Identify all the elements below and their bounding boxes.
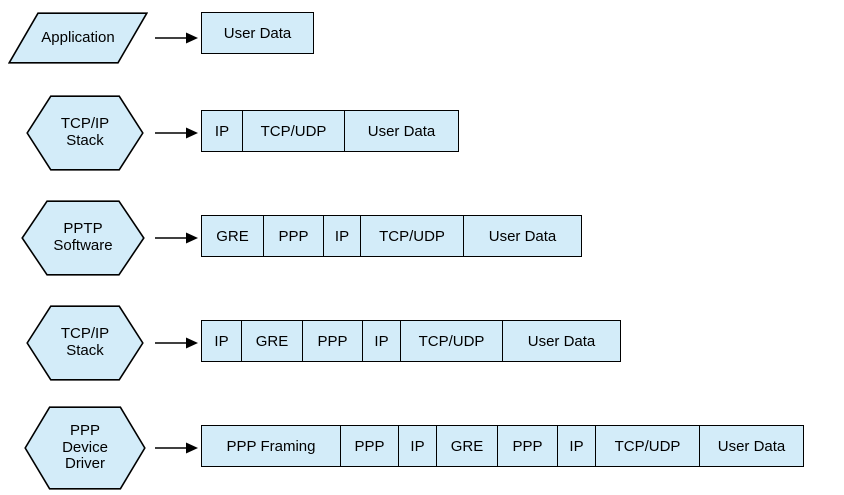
packet-field: IP	[558, 426, 596, 466]
stage-shape-5: PPP Device Driver	[24, 406, 146, 490]
right-arrow-icon	[155, 126, 199, 140]
packet-field: TCP/UDP	[596, 426, 700, 466]
stage-shape-2: TCP/IP Stack	[26, 95, 144, 171]
packet-field: GRE	[437, 426, 498, 466]
stage-label-3: PPTP Software	[53, 220, 113, 254]
packet-field: TCP/UDP	[243, 111, 345, 151]
packet-field: User Data	[503, 321, 620, 361]
stage-label-4: TCP/IP Stack	[60, 325, 110, 359]
stage-shape-4: TCP/IP Stack	[26, 305, 144, 381]
packet-field: IP	[399, 426, 437, 466]
packet-field: PPP	[341, 426, 399, 466]
packet-field: TCP/UDP	[361, 216, 464, 256]
packet-field: User Data	[202, 13, 313, 53]
right-arrow-icon	[155, 441, 199, 455]
stage-label-2: TCP/IP Stack	[60, 115, 110, 149]
packet-field: TCP/UDP	[401, 321, 503, 361]
packet-field: User Data	[700, 426, 803, 466]
packet-field: IP	[202, 321, 242, 361]
packet-field: User Data	[345, 111, 458, 151]
packet-field: PPP	[264, 216, 324, 256]
packet-field: GRE	[202, 216, 264, 256]
packet-field: IP	[363, 321, 401, 361]
packet-field: IP	[202, 111, 243, 151]
stage-shape-3: PPTP Software	[21, 200, 145, 276]
right-arrow-icon	[155, 336, 199, 350]
packet-strip-1: User Data	[201, 12, 314, 54]
packet-field: User Data	[464, 216, 581, 256]
stage-shape-1: Application	[8, 12, 148, 64]
stage-label-5: PPP Device Driver	[62, 421, 108, 473]
packet-field: GRE	[242, 321, 303, 361]
right-arrow-icon	[155, 231, 199, 245]
packet-field: PPP	[303, 321, 363, 361]
stage-label-1: Application	[41, 28, 115, 46]
packet-field: PPP	[498, 426, 558, 466]
packet-field: PPP Framing	[202, 426, 341, 466]
right-arrow-icon	[155, 31, 199, 45]
packet-field: IP	[324, 216, 361, 256]
